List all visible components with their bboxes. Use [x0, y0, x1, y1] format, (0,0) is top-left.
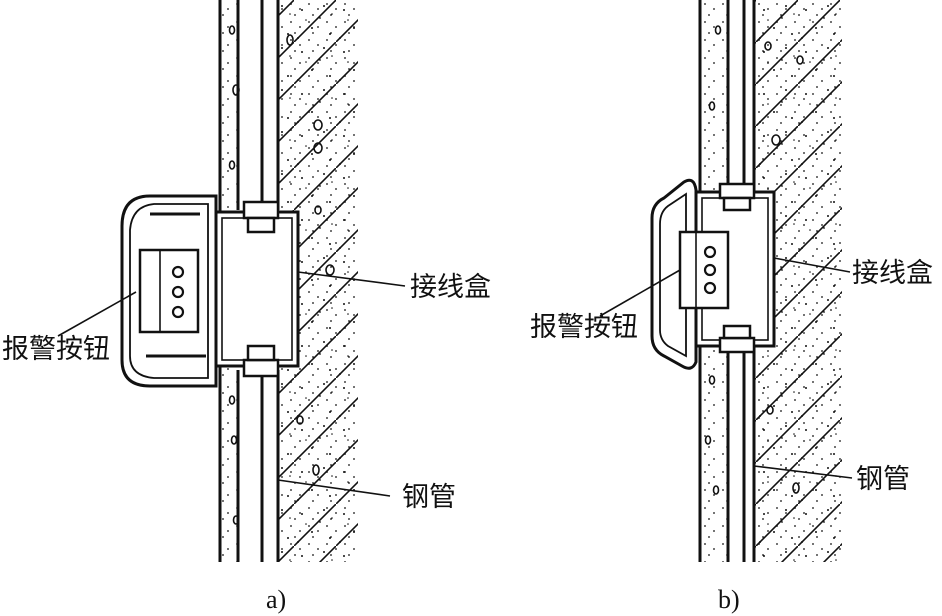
label-junction-box-a: 接线盒 [410, 272, 491, 303]
leader-alarm-button-a [57, 291, 137, 337]
label-steel-pipe-b: 钢管 [856, 464, 910, 495]
leader-steel-pipe-b [753, 465, 853, 479]
lock-nut-a-bottom [242, 358, 280, 378]
lock-nut-b-top [718, 182, 756, 200]
caption-a: a) [266, 585, 286, 614]
label-alarm-button-b: 报警按钮 [530, 312, 638, 343]
label-alarm-button-a: 报警按钮 [2, 334, 110, 365]
diagram-b: 接线盒 报警按钮 钢管 b) [530, 0, 933, 614]
leader-steel-pipe-a [277, 479, 391, 497]
terminal-screws-a [171, 265, 185, 319]
diagram-a: 接线盒 报警按钮 钢管 a) [2, 0, 491, 614]
label-junction-box-b: 接线盒 [852, 258, 933, 289]
junction-box-a [214, 210, 300, 368]
aggregate-marks-b [704, 25, 804, 495]
terminal-screws-b [703, 245, 717, 295]
lock-nut-b-bottom [718, 336, 756, 354]
terminal-block-a [138, 248, 200, 334]
lock-nut-a-top [242, 200, 280, 220]
label-steel-pipe-a: 钢管 [402, 482, 456, 513]
caption-b: b) [718, 585, 740, 614]
leader-junction-box-a [297, 271, 406, 287]
aggregate-marks-a [228, 25, 335, 525]
leader-alarm-button-b [599, 269, 681, 317]
leader-junction-box-b [773, 257, 851, 273]
